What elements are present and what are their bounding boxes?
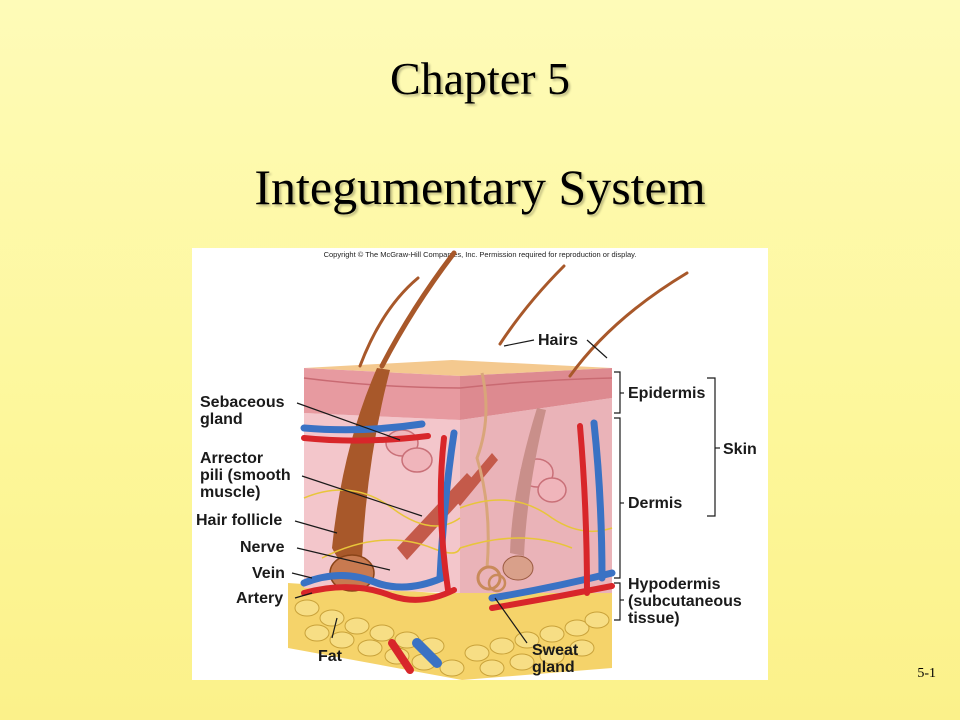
fat-layer [288, 583, 612, 680]
skin-diagram: Copyright © The McGraw-Hill Companies, I… [192, 248, 768, 680]
label-sebaceous-gland: Sebaceous gland [200, 394, 285, 428]
nerve-fibers [303, 489, 613, 559]
skin-cross-section-illustration [288, 250, 720, 680]
label-dermis: Dermis [628, 495, 683, 512]
slide-number: 5-1 [917, 666, 936, 681]
copyright-notice: Copyright © The McGraw-Hill Companies, I… [323, 250, 637, 259]
label-sweat-gland: Sweat gland [532, 642, 579, 676]
arteries [301, 423, 615, 674]
label-hair-follicle: Hair follicle [196, 512, 283, 529]
label-artery: Artery [236, 590, 284, 607]
arrector-pili-muscle [397, 453, 498, 560]
label-fat: Fat [318, 648, 342, 665]
slide-title: Integumentary System [254, 159, 706, 215]
leader-lines [291, 339, 720, 644]
label-hairs: Hairs [538, 332, 579, 349]
sweat-gland [475, 372, 507, 593]
chapter-heading: Chapter 5 [389, 53, 571, 104]
veins [300, 419, 616, 668]
label-epidermis: Epidermis [628, 385, 706, 402]
label-arrector-pili: Arrector pili (smooth muscle) [200, 450, 291, 501]
label-vein: Vein [252, 565, 285, 582]
label-skin: Skin [723, 441, 757, 458]
label-hypodermis: Hypodermis (subcutaneous tissue) [628, 576, 742, 627]
hair-shafts [358, 250, 689, 378]
label-nerve: Nerve [240, 539, 285, 556]
